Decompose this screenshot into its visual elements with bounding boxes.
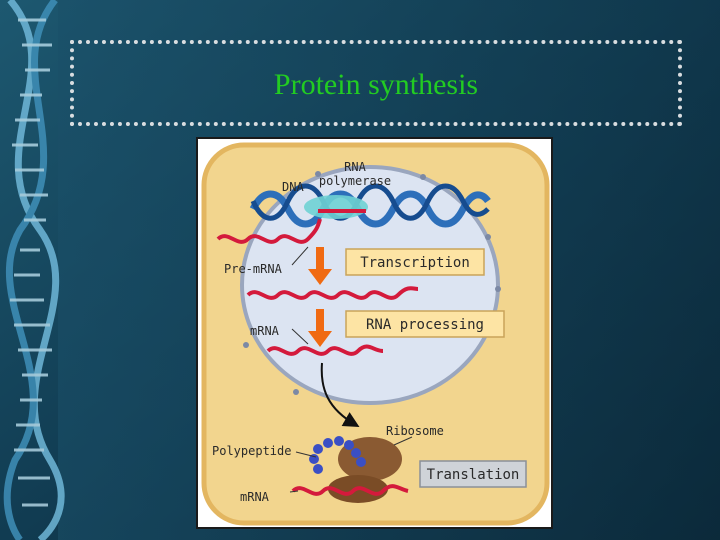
translation-label: Translation (427, 467, 520, 483)
transcription-arrow (308, 247, 332, 285)
nuclear-pores (243, 171, 501, 395)
pre-mrna-label: Pre-mRNA (224, 262, 283, 276)
title-placeholder: Protein synthesis (70, 40, 682, 126)
slide-title: Protein synthesis (273, 68, 479, 101)
rna-polymerase-label-line1: RNA (344, 160, 366, 174)
export-arrow (320, 362, 360, 427)
pre-mrna-strand-2 (246, 286, 419, 300)
dna-helix-decoration (3, 0, 65, 540)
mrna-nucleus-label: mRNA (250, 324, 280, 338)
rna-polymerase-label-line2: polymerase (319, 174, 391, 188)
dna-label: DNA (282, 180, 304, 194)
mrna-cytoplasm-label: mRNA (240, 490, 270, 504)
leader-lines (289, 246, 413, 493)
rna-processing-step: RNA processing (345, 310, 505, 338)
pre-mrna-strand (216, 218, 322, 244)
protein-synthesis-figure: Transcription RNA processing Translation (196, 137, 553, 529)
translation-step: Translation (419, 460, 527, 488)
polypeptide-chain (309, 436, 366, 474)
mrna-strand-nucleus (266, 344, 384, 356)
polypeptide-label: Polypeptide (212, 444, 291, 458)
mrna-strand-cytoplasm (291, 484, 409, 496)
dna-strand (249, 183, 491, 228)
processing-arrow (308, 309, 332, 347)
ribosome-label: Ribosome (386, 424, 444, 438)
diagram-canvas: Transcription RNA processing Translation (201, 142, 550, 526)
rna-polymerase (304, 195, 368, 219)
transcription-step: Transcription (345, 248, 485, 276)
rna-processing-label: RNA processing (366, 317, 484, 333)
transcription-label: Transcription (360, 255, 470, 271)
